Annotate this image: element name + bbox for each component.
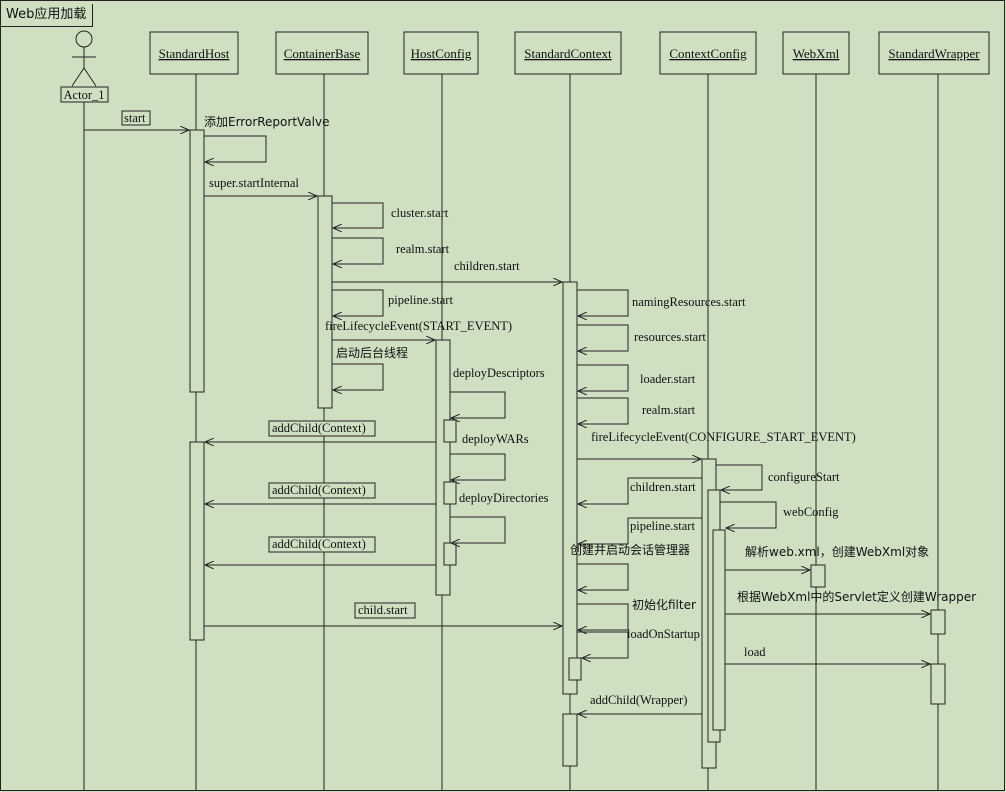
msg-fire-start-event: fireLifecycleEvent(START_EVENT) <box>325 319 512 333</box>
object-standardwrapper: StandardWrapper <box>888 46 980 61</box>
label-boxes <box>121 110 416 619</box>
msg-start-bg-thread: 启动后台线程 <box>336 345 408 360</box>
message-labels: start 添加ErrorReportValve super.startInte… <box>124 111 976 707</box>
object-hostconfig: HostConfig <box>411 46 472 61</box>
object-standardhost: StandardHost <box>159 46 230 61</box>
msg-load-on-startup: loadOnStartup <box>627 627 700 641</box>
msg-load: load <box>744 645 766 659</box>
msg-children-start-1: children.start <box>454 259 520 273</box>
actor-label: Actor_1 <box>64 88 105 102</box>
msg-realm-start-2: realm.start <box>642 403 696 417</box>
msg-realm-start-1: realm.start <box>396 242 450 256</box>
msg-addchild-context-2: addChild(Context) <box>272 483 366 497</box>
object-standardcontext: StandardContext <box>524 46 612 61</box>
msg-addchild-wrapper: addChild(Wrapper) <box>590 693 687 707</box>
msg-children-start-2: children.start <box>630 480 696 494</box>
msg-naming-resources-start: namingResources.start <box>632 295 746 309</box>
msg-super-startinternal: super.startInternal <box>209 176 299 190</box>
msg-addchild-context-1: addChild(Context) <box>272 421 366 435</box>
msg-pipeline-start-1: pipeline.start <box>388 293 453 307</box>
msg-add-errorreportvalve: 添加ErrorReportValve <box>204 115 329 129</box>
msg-parse-webxml: 解析web.xml，创建WebXml对象 <box>745 545 929 559</box>
msg-start: start <box>124 111 146 125</box>
object-webxml: WebXml <box>793 46 840 61</box>
actor: Actor_1 <box>60 30 109 790</box>
message-lines <box>84 130 930 714</box>
diagram-title: Web应用加载 <box>0 4 94 27</box>
msg-create-wrapper: 根据WebXml中的Servlet定义创建Wrapper <box>737 589 976 604</box>
msg-configure-start: configureStart <box>768 470 840 484</box>
activation-boxes <box>189 129 946 769</box>
msg-pipeline-start-2: pipeline.start <box>630 519 695 533</box>
msg-resources-start: resources.start <box>634 330 706 344</box>
msg-child-start: child.start <box>358 603 408 617</box>
object-containerbase: ContainerBase <box>284 46 361 61</box>
msg-cluster-start: cluster.start <box>391 206 449 220</box>
msg-session-manager: 创建并启动会话管理器 <box>570 542 690 557</box>
msg-addchild-context-3: addChild(Context) <box>272 537 366 551</box>
msg-webconfig: webConfig <box>783 505 839 519</box>
msg-fire-configure-start: fireLifecycleEvent(CONFIGURE_START_EVENT… <box>591 430 856 444</box>
msg-deploy-directories: deployDirectories <box>459 491 549 505</box>
object-contextconfig: ContextConfig <box>669 46 747 61</box>
object-heads: StandardHost ContainerBase HostConfig St… <box>149 31 990 75</box>
msg-init-filter: 初始化filter <box>632 598 696 612</box>
msg-loader-start: loader.start <box>640 372 696 386</box>
msg-deploy-descriptors: deployDescriptors <box>453 366 545 380</box>
msg-deploy-wars: deployWARs <box>462 432 529 446</box>
